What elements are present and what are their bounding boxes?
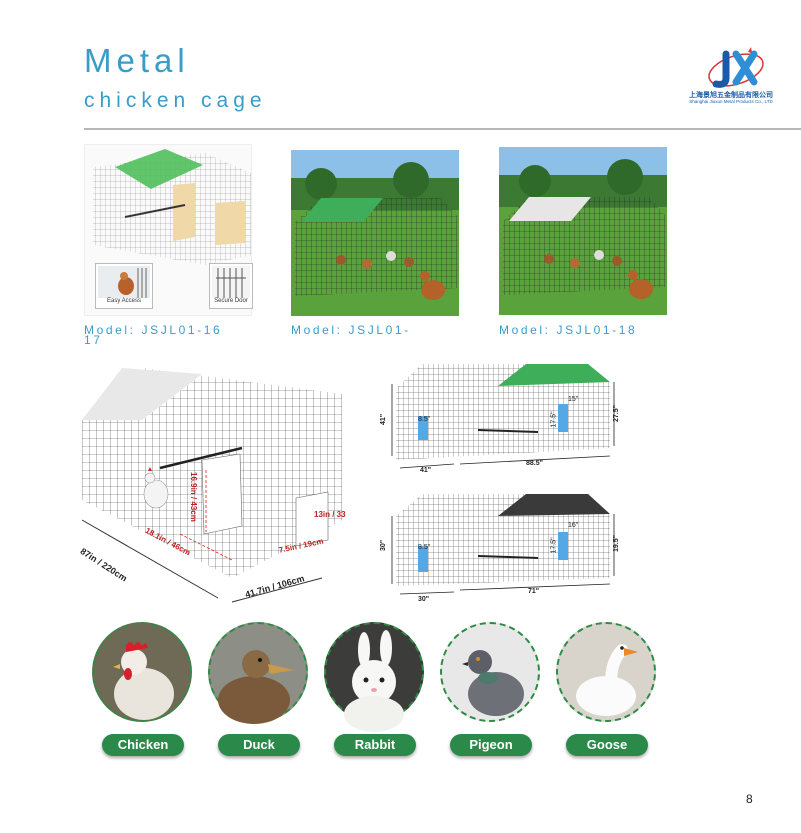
header-divider: [84, 128, 801, 130]
pigeon-photo: [440, 622, 540, 722]
page-subtitle: chicken cage: [84, 89, 267, 112]
short-length-bottom: 71": [528, 588, 540, 595]
short-door-w1: 8.5": [418, 544, 431, 551]
inset-easy-access-label: Easy Access: [106, 298, 141, 304]
tall-length-bottom: 88.5": [526, 460, 543, 467]
rabbit-photo: [324, 622, 424, 732]
dim-side-label: 13in / 33: [314, 510, 346, 519]
animal-label-goose: Goose: [566, 734, 648, 756]
short-height-right: 19.5": [612, 535, 620, 552]
inset-secure-door: Secure Door: [209, 263, 253, 309]
tall-door-w1: 8.5": [418, 416, 431, 423]
product-photo-1: Easy Access Secure Door: [84, 144, 253, 316]
cage-scene-grey: [499, 147, 667, 315]
tall-height-left: 41": [380, 413, 388, 426]
dimension-diagram-large: 87in / 220cm 41.7in / 106cm 16.9in / 43c…: [79, 350, 346, 608]
product-photo-3: [499, 147, 667, 315]
dimension-diagram-short: 30" 30" 71" 19.5" 8.5" 16" 17.5": [378, 486, 622, 608]
dimension-diagram-tall: 41" 41" 88.5" 27.5" 8.5" 15" 17.5": [378, 356, 622, 478]
short-height-left: 30": [380, 539, 388, 552]
tall-door-w2: 15": [568, 396, 579, 403]
short-cage-drawing: [391, 494, 615, 595]
cage-dimension-drawing: [81, 368, 342, 603]
page-number: 8: [746, 792, 753, 806]
short-width-bottom: 30": [418, 596, 430, 603]
cage-scene-green: [291, 150, 459, 316]
cage-illustration-1: [93, 149, 251, 265]
company-logo: [708, 47, 764, 88]
model-label-1: Model: JSJL01-16 17: [84, 323, 244, 351]
inset-easy-access: Easy Access: [95, 263, 153, 309]
logo-company-en: Shanghai Jiuxun Metal Products Co., LTD: [689, 99, 773, 104]
short-door-h: 17.5": [550, 537, 558, 554]
tall-width-bottom: 41": [420, 467, 432, 474]
short-door-w2: 16": [568, 522, 579, 529]
animal-label-duck: Duck: [218, 734, 300, 756]
goose-photo: [556, 622, 656, 722]
model-label-1-text: Model: JSJL01-16: [84, 323, 223, 337]
tall-height-right: 27.5": [612, 405, 620, 422]
animal-label-chicken: Chicken: [102, 734, 184, 756]
model-label-2: Model: JSJL01-: [291, 323, 411, 337]
model-label-3: Model: JSJL01-18: [499, 323, 638, 337]
tall-door-h: 17.5": [550, 411, 558, 428]
animal-label-pigeon: Pigeon: [450, 734, 532, 756]
chicken-photo: [92, 622, 192, 722]
model-label-1-overflow: 17: [84, 333, 103, 347]
page-title: Metal: [84, 42, 190, 79]
tall-cage-drawing: [391, 364, 615, 469]
logo-company-cn: 上海景旭五金制品有限公司: [689, 91, 773, 99]
product-photo-2: [291, 150, 459, 316]
animal-label-rabbit: Rabbit: [334, 734, 416, 756]
duck-photo: [208, 622, 308, 724]
inset-secure-door-label: Secure Door: [214, 298, 248, 304]
dim-door-height-label: 16.9in / 43cm: [189, 472, 198, 522]
